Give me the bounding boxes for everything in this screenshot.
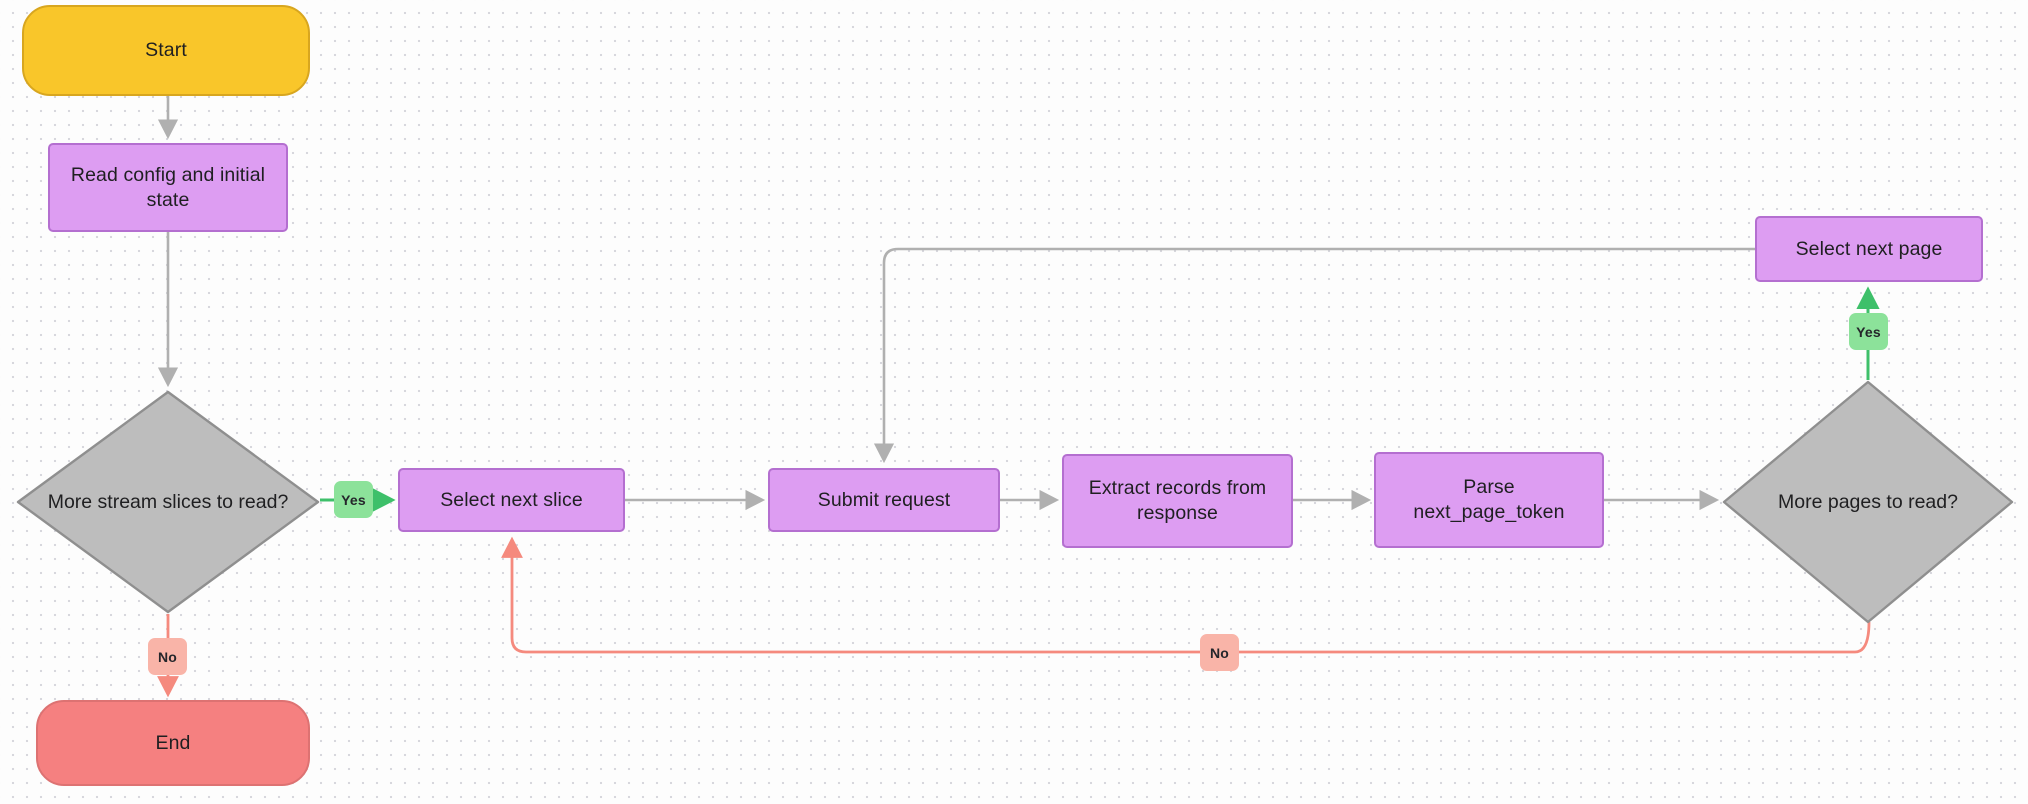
node-more-stream-slices-label: More stream slices to read?: [47, 490, 289, 513]
edge-select-page-to-submit-request: [873, 247, 1755, 464]
node-select-next-page-label: Select next page: [1795, 237, 1943, 260]
node-more-pages-label: More pages to read?: [1778, 490, 1958, 513]
node-parse-next-page-token-label: Parse next_page_token: [1413, 476, 1565, 523]
edge-label-no-pages-text: No: [1209, 644, 1230, 661]
edge-label-yes-slices: Yes: [334, 481, 373, 518]
node-read-config-label: Read config and initial state: [70, 163, 266, 211]
node-submit-request-label: Submit request: [817, 488, 951, 511]
node-start[interactable]: Start: [22, 5, 310, 96]
decision-shape-more-slices: [16, 390, 320, 614]
node-select-next-slice-label: Select next slice: [440, 488, 583, 511]
node-submit-request[interactable]: Submit request: [768, 468, 1000, 532]
node-start-label: Start: [145, 39, 187, 61]
node-extract-records-label: Extract records from response: [1088, 477, 1267, 524]
node-extract-records[interactable]: Extract records from response: [1062, 454, 1293, 548]
edge-label-no-pages: No: [1200, 634, 1239, 671]
node-end[interactable]: End: [36, 700, 310, 786]
edge-label-no-slices: No: [148, 638, 187, 675]
node-more-stream-slices[interactable]: More stream slices to read?: [16, 390, 320, 614]
node-parse-next-page-token[interactable]: Parse next_page_token: [1374, 452, 1604, 548]
edge-more-pages-no-to-select-slice: [501, 536, 1871, 654]
edge-label-yes-pages: Yes: [1849, 313, 1888, 350]
node-read-config[interactable]: Read config and initial state: [48, 143, 288, 232]
edge-label-yes-pages-text: Yes: [1856, 323, 1881, 340]
node-select-next-slice[interactable]: Select next slice: [398, 468, 625, 532]
node-more-pages[interactable]: More pages to read?: [1722, 380, 2014, 624]
node-end-label: End: [155, 731, 191, 754]
node-select-next-page[interactable]: Select next page: [1755, 216, 1983, 282]
edge-label-no-slices-text: No: [157, 648, 178, 665]
edge-label-yes-slices-text: Yes: [341, 491, 366, 508]
decision-shape-more-pages: [1722, 380, 2014, 624]
